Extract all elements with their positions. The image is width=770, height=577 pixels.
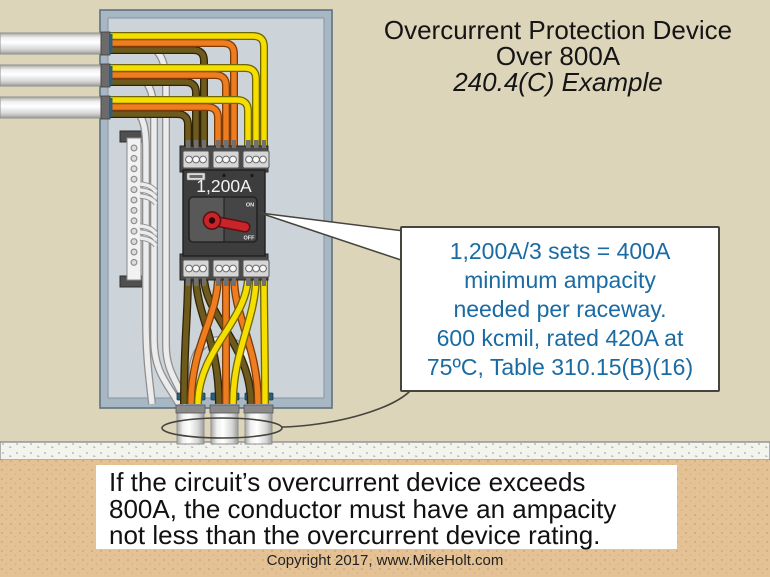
terminal-block (182, 259, 210, 278)
terminal-block (182, 150, 210, 169)
callout-line-3: needed per raceway. (453, 295, 667, 322)
conduit (176, 411, 205, 445)
ampacity-callout-box: 1,200A/3 sets = 400A minimum ampacity ne… (400, 226, 720, 392)
callout-line-4: 600 kcmil, rated 420A at (436, 324, 684, 351)
conduit (244, 411, 273, 445)
terminal-block (242, 150, 270, 169)
raceway-leader (161, 390, 411, 439)
breaker-screw (250, 173, 254, 178)
breaker-screw (222, 173, 226, 178)
off-label: OFF (244, 236, 256, 242)
note-line-1: If the circuit’s overcurrent device exce… (109, 467, 586, 497)
conduit (0, 32, 102, 55)
circuit-breaker: 1,200A ON OFF (179, 140, 270, 286)
terminal-block (242, 259, 270, 278)
callout-line-5: 75ºC, Table 310.15(B)(16) (426, 353, 694, 380)
conduit (0, 64, 102, 87)
breaker-rating-label: 1,200A (196, 176, 252, 196)
concrete-slab (0, 441, 770, 461)
on-label: ON (246, 203, 254, 209)
feeder-conduits-left (0, 32, 102, 119)
terminal-block (212, 150, 240, 169)
title-line-3: 240.4(C) Example (453, 67, 663, 97)
title-line-1: Overcurrent Protection Device (383, 15, 733, 45)
note-line-3: not less than the overcurrent device rat… (109, 520, 601, 550)
note-line-2: 800A, the conductor must have an ampacit… (109, 493, 617, 524)
raceway-conduits-bottom (175, 404, 274, 445)
page-title: Overcurrent Protection Device Over 800A … (348, 17, 768, 95)
conduit (210, 411, 239, 445)
callout-line-2: minimum ampacity (464, 266, 656, 293)
neutral-bar (119, 130, 145, 288)
terminal-block (212, 259, 240, 278)
conduit-connectors-left (100, 31, 113, 120)
raceway-highlight-ellipse (161, 417, 283, 439)
callout-line-1: 1,200A/3 sets = 400A (449, 237, 671, 264)
breaker-handle (202, 211, 251, 233)
rule-explanation-box: If the circuit’s overcurrent device exce… (96, 465, 677, 549)
copyright-text: Copyright 2017, www.MikeHolt.com (266, 552, 504, 569)
breaker-switch: ON OFF (188, 196, 258, 243)
title-line-2: Over 800A (495, 41, 621, 71)
conduit (0, 96, 102, 119)
